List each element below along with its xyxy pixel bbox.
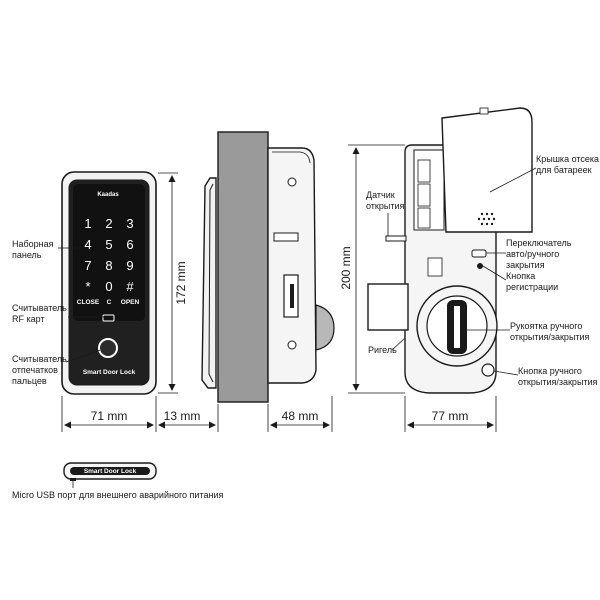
key-6[interactable]: 6 xyxy=(126,237,133,252)
front-height-label: 172 mm xyxy=(174,261,188,304)
screw-top-icon xyxy=(287,177,297,187)
back-view xyxy=(367,107,533,394)
svg-text:открытия: открытия xyxy=(366,201,404,211)
svg-text:пальцев: пальцев xyxy=(12,376,47,386)
svg-text:авто/ручного: авто/ручного xyxy=(506,249,559,259)
open-sensor xyxy=(385,235,407,242)
key-open[interactable]: OPEN xyxy=(121,299,140,306)
front-bottom-text: Smart Door Lock xyxy=(83,369,136,376)
key-3[interactable]: 3 xyxy=(126,216,133,231)
bottom-view: Smart Door Lock xyxy=(63,462,157,488)
svg-text:отпечатков: отпечатков xyxy=(12,365,58,375)
keypad: 1 2 3 4 5 6 7 8 9 * 0 # CLOSE C OPEN xyxy=(77,216,140,306)
callout-rf: Считыватель RF карт xyxy=(12,303,104,324)
callout-keypad: Наборная панель xyxy=(12,239,82,260)
svg-text:Кнопка: Кнопка xyxy=(506,271,535,281)
svg-text:Кнопка ручного: Кнопка ручного xyxy=(518,366,582,376)
svg-text:Ригель: Ригель xyxy=(368,345,397,355)
back-height-label: 200 mm xyxy=(339,246,353,289)
key-close[interactable]: CLOSE xyxy=(77,299,100,306)
key-8[interactable]: 8 xyxy=(105,258,112,273)
register-button[interactable] xyxy=(477,263,483,269)
svg-text:закрытия: закрытия xyxy=(506,260,545,270)
rf-card-mark xyxy=(102,314,115,322)
key-c[interactable]: C xyxy=(107,299,112,306)
key-7[interactable]: 7 xyxy=(84,258,91,273)
micro-usb-label: Micro USB порт для внешнего аварийного п… xyxy=(12,490,223,500)
auto-manual-switch[interactable] xyxy=(471,249,487,258)
bottom-dims xyxy=(61,396,497,432)
svg-text:Наборная: Наборная xyxy=(12,239,54,249)
side-view xyxy=(201,131,335,403)
bolt xyxy=(367,283,409,331)
svg-text:Переключатель: Переключатель xyxy=(506,238,572,248)
usb-port[interactable] xyxy=(70,478,76,481)
key-4[interactable]: 4 xyxy=(84,237,91,252)
callout-manual-button: Кнопка ручного открытия/закрытия xyxy=(493,366,598,387)
front-view: Kaadas 1 2 3 4 5 6 7 8 9 * 0 # CLOSE C O… xyxy=(61,171,157,395)
key-0[interactable]: 0 xyxy=(105,279,112,294)
key-5[interactable]: 5 xyxy=(105,237,112,252)
callout-fingerprint: Считыватель отпечатков пальцев xyxy=(12,349,101,386)
svg-text:регистрации: регистрации xyxy=(506,282,558,292)
callout-bolt: Ригель xyxy=(368,337,406,355)
key-star[interactable]: * xyxy=(85,279,90,294)
callout-switch: Переключатель авто/ручного закрытия xyxy=(486,238,572,270)
callout-battery-cover: Крышка отсека для батареек xyxy=(489,154,599,193)
svg-text:RF карт: RF карт xyxy=(12,314,45,324)
key-2[interactable]: 2 xyxy=(105,216,112,231)
gap-label: 13 mm xyxy=(164,409,201,423)
battery-cover[interactable] xyxy=(441,107,533,233)
callout-handle: Рукоятка ручного открытия/закрытия xyxy=(467,321,590,342)
bottom-view-text: Smart Door Lock xyxy=(84,468,137,475)
side-width-label: 48 mm xyxy=(282,409,319,423)
callout-open-sensor: Датчик открытия xyxy=(366,190,404,236)
fingerprint-sensor[interactable] xyxy=(98,338,118,358)
svg-text:открытия/закрытия: открытия/закрытия xyxy=(510,332,590,342)
door-section xyxy=(217,131,269,403)
svg-text:Считыватель: Считыватель xyxy=(12,303,67,313)
key-9[interactable]: 9 xyxy=(126,258,133,273)
manual-button[interactable] xyxy=(481,363,495,377)
key-1[interactable]: 1 xyxy=(84,216,91,231)
back-height-dim: 200 mm xyxy=(339,144,405,394)
svg-text:Рукоятка ручного: Рукоятка ручного xyxy=(510,321,582,331)
brand-logo: Kaadas xyxy=(97,192,119,198)
front-width-label: 71 mm xyxy=(91,409,128,423)
screw-bottom-icon xyxy=(287,340,297,350)
svg-text:для батареек: для батареек xyxy=(536,165,592,175)
callout-register: Кнопка регистрации xyxy=(482,265,558,292)
svg-text:Крышка отсека: Крышка отсека xyxy=(536,154,599,164)
cover-vent xyxy=(477,212,496,226)
back-width-label: 77 mm xyxy=(432,409,469,423)
svg-text:Считыватель: Считыватель xyxy=(12,354,67,364)
key-hash[interactable]: # xyxy=(126,279,134,294)
svg-text:панель: панель xyxy=(12,250,42,260)
svg-text:открытия/закрытия: открытия/закрытия xyxy=(518,377,598,387)
front-height-dim: 172 mm xyxy=(158,172,188,394)
svg-text:Датчик: Датчик xyxy=(366,190,395,200)
side-knob xyxy=(315,304,335,351)
